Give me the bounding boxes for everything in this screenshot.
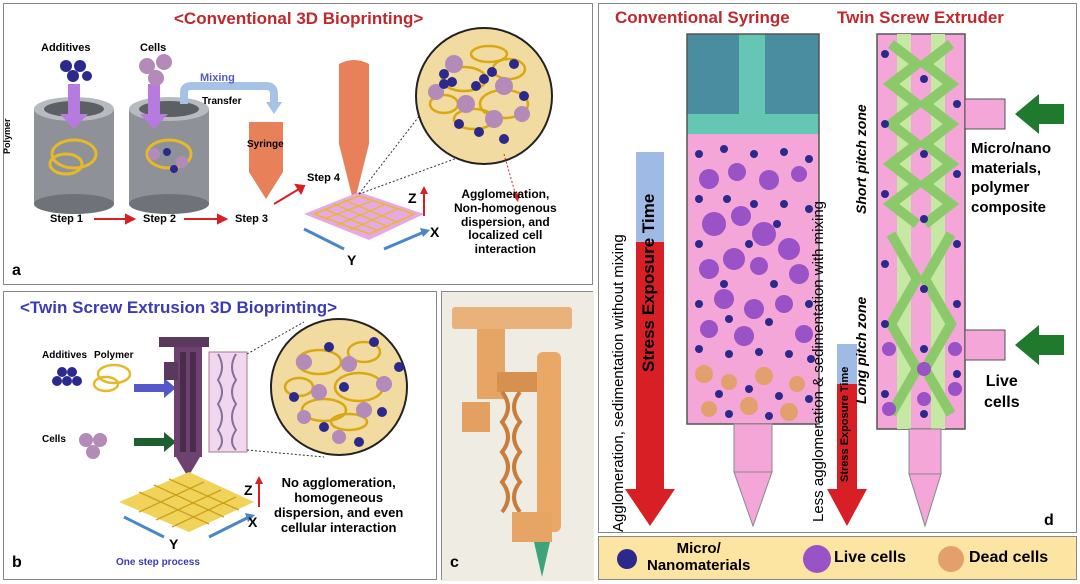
short-pitch-label: Short pitch zone [853,104,869,214]
panel-d: Conventional Syringe Twin Screw Extruder… [598,3,1077,533]
label-additives-a: Additives [41,42,91,54]
left-vertical-label: Agglomeration, sedimentation without mix… [610,234,627,532]
label-transfer: Transfer [202,96,242,107]
stress-arrow-mid [827,344,867,526]
panel-c: c [441,291,594,581]
inlet-top-label: Micro/nano materials, polymer composite [971,140,1052,216]
label-additives-b: Additives [42,350,88,361]
panel-a-note: Agglomeration, Non-homogenous dispersion… [454,187,557,257]
axis-y-a: Y [347,252,357,268]
legend-dead-label: Dead cells [969,549,1049,566]
printer-photo [442,292,594,581]
axes-a [303,186,430,251]
panel-b: <Twin Screw Extrusion 3D Bioprinting> Ad… [3,291,437,580]
label-step3: Step 3 [235,213,269,225]
panel-a-letter: a [12,262,21,279]
panel-a-drawing [34,27,553,251]
label-polymer-a: Polymer [2,118,12,154]
label-polymer-b: Polymer [94,350,134,361]
legend-micro-swatch [617,549,637,569]
panel-a-title: <Conventional 3D Bioprinting> [174,9,424,28]
legend: Micro/ Nanomaterials Live cells Dead cel… [598,536,1077,580]
axis-z-b: Z [244,482,253,498]
scaffold-b [119,472,254,532]
panel-b-drawing [52,318,408,539]
legend-swatches [617,545,964,573]
tse-title: Twin Screw Extruder [837,8,1004,27]
label-step4: Step 4 [307,172,341,184]
inlet-bottom-label: Live cells [984,373,1020,411]
legend-live-swatch [803,545,831,573]
stress-label-mid: Stress Exposure Time [839,366,851,482]
panel-a: <Conventional 3D Bioprinting> Additives … [2,3,593,285]
twin-screw-extruder [876,33,1064,528]
tse-printer [159,337,209,488]
panel-b-note: No agglomeration, homogeneous dispersion… [274,475,404,535]
magnified-view-a [415,27,553,165]
axis-z-a: Z [408,190,417,206]
label-step1: Step 1 [50,213,84,225]
long-pitch-label: Long pitch zone [853,296,869,404]
label-mixing: Mixing [200,72,235,84]
axis-y-b: Y [169,536,179,552]
nozzle [339,60,369,204]
scaffold-a [304,192,424,240]
axis-x-a: X [430,224,440,240]
label-step2: Step 2 [143,213,177,225]
panel-d-drawing [625,33,1064,528]
label-one-step: One step process [116,557,200,568]
legend-dead-swatch [938,546,964,572]
panel-b-title: <Twin Screw Extrusion 3D Bioprinting> [20,298,338,317]
axis-x-b: X [248,514,258,530]
syringe-title: Conventional Syringe [615,8,790,27]
magnified-view-b [270,318,408,456]
mid-vertical-label: Less agglomeration & sedimentation with … [810,201,827,522]
label-syringe-a: Syringe [247,139,284,150]
panel-d-letter: d [1044,512,1054,529]
syringe-small [249,122,283,199]
panel-c-letter: c [450,554,459,571]
label-cells-b: Cells [42,434,66,445]
legend-live-label: Live cells [834,549,907,566]
panel-b-letter: b [12,554,22,571]
label-cells-a: Cells [140,42,167,54]
additives-arrow [60,84,88,129]
legend-micro-label: Micro/ Nanomaterials [647,540,751,575]
stress-arrow-left [625,152,675,526]
stress-label-left: Stress Exposure Time [639,193,658,372]
conventional-syringe [686,33,820,528]
